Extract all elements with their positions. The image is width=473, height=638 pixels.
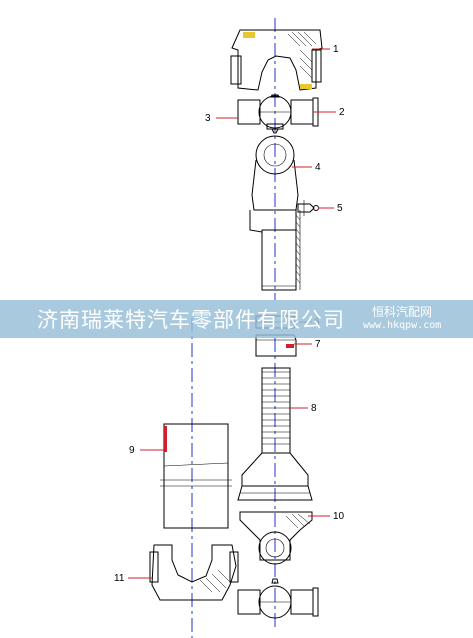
part-1-flange-yoke [230,29,323,91]
callout-3: 3 [205,113,211,124]
part-2-cross-spider [237,94,319,134]
watermark-band [0,300,473,338]
callout-9: 9 [129,445,135,456]
part-7-dust-cap [255,334,297,357]
watermark-brand: 恒科汽配网 [372,305,433,319]
part-9-tube-sleeve [160,423,232,529]
part-5-grease-nipple [297,200,319,216]
part-11-flange-yoke [149,544,239,601]
part-4-slip-yoke [249,135,301,291]
callout-5: 5 [337,203,343,214]
callout-10: 10 [333,511,345,522]
callout-7: 7 [315,339,321,350]
lower-cross-spider [237,578,319,619]
watermark-url: www.hkqpw.com [363,320,442,331]
callout-1: 1 [333,44,339,55]
callout-4: 4 [315,162,321,173]
leader-lines [128,48,336,579]
callout-8: 8 [311,403,317,414]
part-10-welding-yoke [239,511,313,565]
callout-2: 2 [339,107,345,118]
part-8-splined-shaft [237,367,313,501]
callout-11: 11 [114,573,125,584]
watermark-company-name: 济南瑞莱特汽车零部件有限公司 [37,308,345,332]
